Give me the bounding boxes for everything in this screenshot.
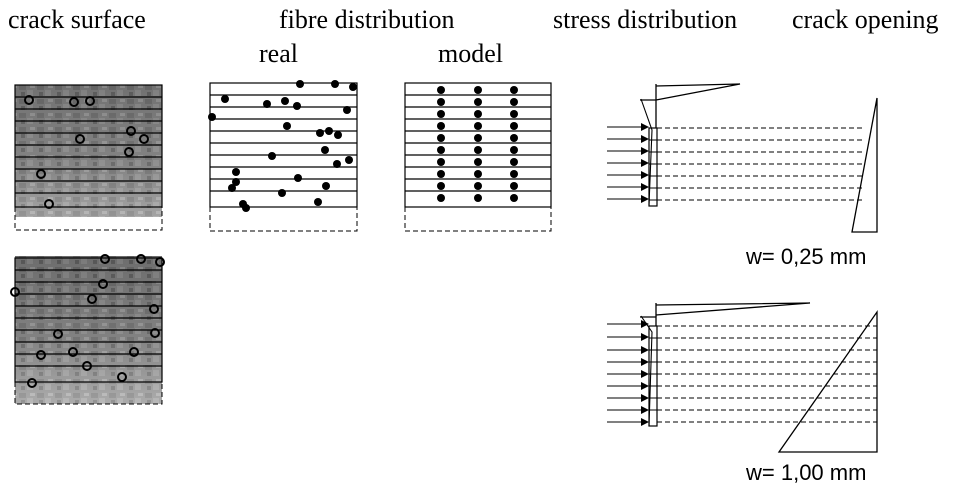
- crack-surface-photo-2: [10, 254, 165, 405]
- crack-opening-header: crack opening: [792, 5, 939, 34]
- stress-distribution-1: [607, 83, 862, 207]
- crack-opening-2: [777, 309, 878, 453]
- crack-surface-photo-1: [14, 84, 163, 231]
- crack-width-label-2: w= 1,00 mm: [746, 460, 867, 485]
- crack-opening-1: [851, 97, 878, 233]
- model-subheader: model: [438, 39, 503, 68]
- crack-width-label-1: w= 0,25 mm: [746, 244, 867, 269]
- fibre-distribution-header: fibre distribution: [279, 5, 455, 34]
- stress-distribution-header: stress distribution: [553, 5, 738, 34]
- model-fibre-distribution: [404, 82, 552, 232]
- crack-surface-header: crack surface: [8, 5, 146, 34]
- real-subheader: real: [259, 39, 298, 68]
- stress-distribution-2: [607, 302, 877, 427]
- real-fibre-distribution: [208, 80, 358, 232]
